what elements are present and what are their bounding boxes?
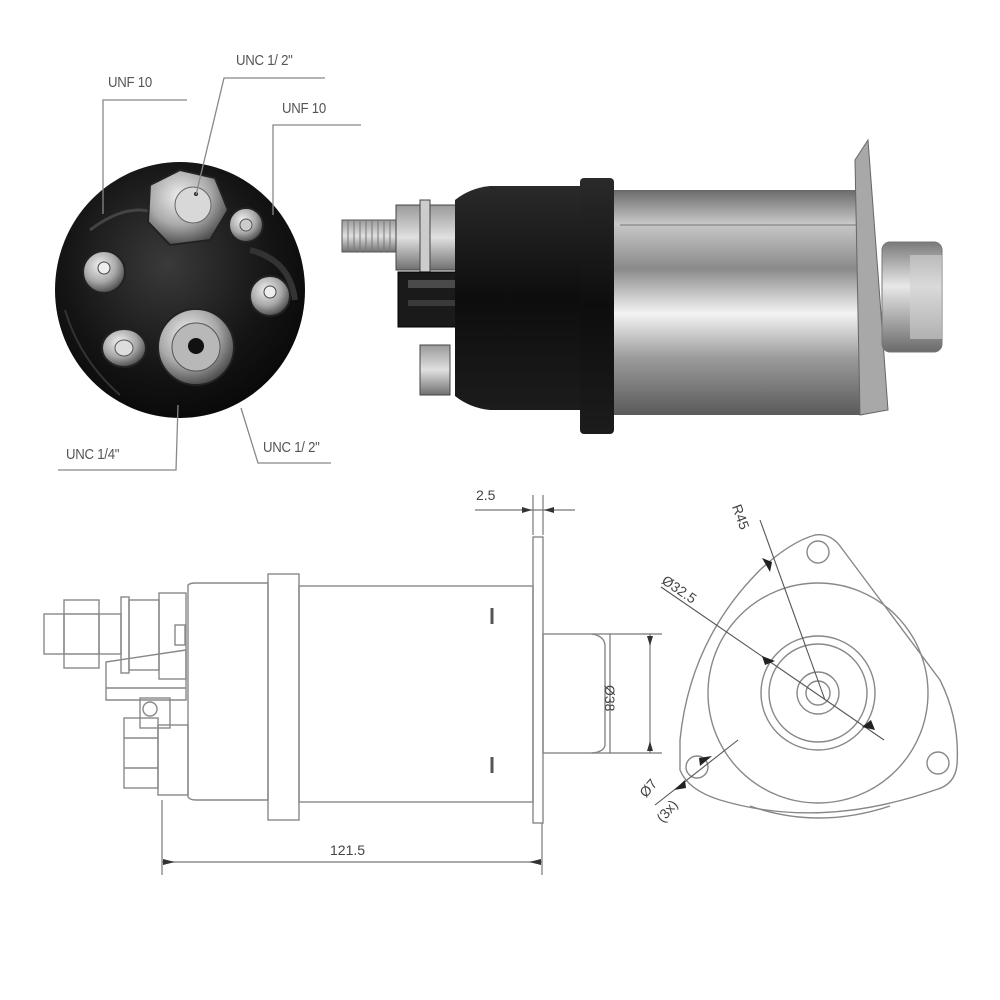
callout-unc-half-top: UNC 1/ 2" xyxy=(236,52,293,69)
side-drawing xyxy=(43,536,611,824)
callout-unc-half-bottom: UNC 1/ 2" xyxy=(263,439,320,456)
side-view-photo xyxy=(341,138,943,434)
callout-unc-quarter: UNC 1/4" xyxy=(66,446,120,463)
dim-overall-length: 121.5 xyxy=(330,842,366,858)
dim-flange-thickness: 2.5 xyxy=(476,487,496,503)
callout-leaders xyxy=(58,77,361,471)
flange-drawing xyxy=(679,534,959,819)
flange-dimension-lines xyxy=(654,519,885,806)
end-view-photo xyxy=(55,162,305,418)
callout-unf10-left: UNF 10 xyxy=(108,74,152,91)
dimension-lines xyxy=(161,495,662,875)
callout-unf10-right: UNF 10 xyxy=(282,100,326,117)
dim-plunger-diameter: Ø38 xyxy=(602,685,618,712)
